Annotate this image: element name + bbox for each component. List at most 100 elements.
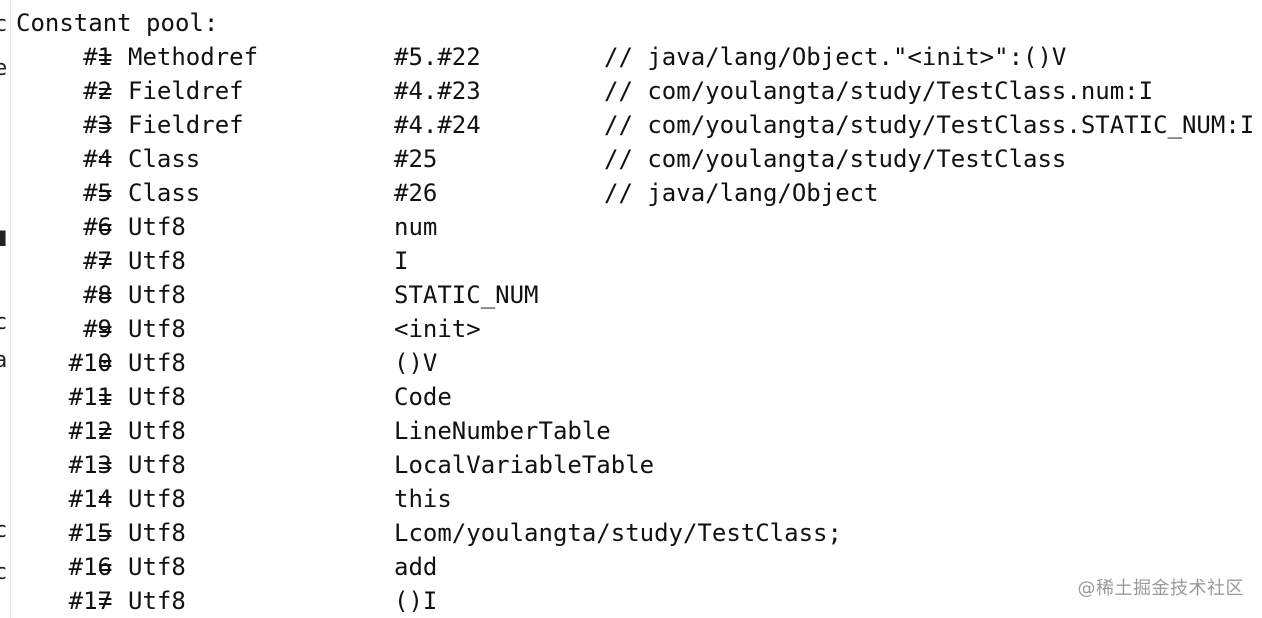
edge-glyph: c [0,312,7,334]
constant-pool-row: #8= Utf8 STATIC_NUM [16,278,1256,312]
constant-pool-row: #14= Utf8 this [16,482,1256,516]
entry-type: Utf8 [128,383,186,411]
entry-type: Utf8 [128,281,186,309]
entry-value: num [394,213,438,241]
entry-comment: // com/youlangta/study/TestClass [604,145,1067,173]
constant-pool-row: #9= Utf8 <init> [16,312,1256,346]
entry-index: #7 [83,247,112,275]
edge-glyph: a [0,350,7,372]
entry-index: #11 [68,383,112,411]
entry-equals: = [98,281,113,309]
constant-pool-row: #6= Utf8 num [16,210,1256,244]
entry-equals: = [98,519,113,547]
entry-type: Utf8 [128,485,186,513]
entry-index: #4 [83,145,112,173]
entry-type: Utf8 [128,247,186,275]
entry-type: Utf8 [128,553,186,581]
edge-glyph: c [0,562,7,584]
entry-index: #15 [68,519,112,547]
entry-comment: // com/youlangta/study/TestClass.num:I [604,77,1154,105]
entry-index: #16 [68,553,112,581]
constant-pool-row: #5= Class #26 // java/lang/Object [16,176,1256,210]
entry-index: #17 [68,587,112,615]
entry-type: Utf8 [128,213,186,241]
entry-type: Fieldref [128,77,244,105]
entry-value: I [394,247,409,275]
entry-value: Lcom/youlangta/study/TestClass; [394,519,842,547]
entry-type: Fieldref [128,111,244,139]
entry-equals: = [98,451,113,479]
entry-value: STATIC_NUM [394,281,539,309]
constant-pool-row: #2= Fieldref #4.#23 // com/youlangta/study/… [16,74,1256,108]
entry-equals: = [98,247,113,275]
left-edge-strip: c e ▮ c a c c [0,0,11,618]
entry-index: #13 [68,451,112,479]
entry-value: #25 [394,145,438,173]
entry-equals: = [98,553,113,581]
entry-value: this [394,485,452,513]
entry-type: Class [128,145,201,173]
constant-pool-row: #13= Utf8 LocalVariableTable [16,448,1256,482]
constant-pool-row: #16= Utf8 add [16,550,1256,584]
entry-type: Utf8 [128,519,186,547]
entry-type: Utf8 [128,349,186,377]
edge-glyph: e [0,58,7,80]
constant-pool-row: #4= Class #25 // com/youlangta/study/TestCl… [16,142,1256,176]
constant-pool-row: #3= Fieldref #4.#24 // com/youlangta/study/… [16,108,1256,142]
entry-equals: = [98,417,113,445]
entry-value: #5.#22 [394,43,481,71]
entry-equals: = [98,145,113,173]
entry-comment: // com/youlangta/study/TestClass.STATIC_… [604,111,1255,139]
entry-equals: = [98,43,113,71]
entry-index: #3 [83,111,112,139]
entry-index: #6 [83,213,112,241]
entry-value: #4.#23 [394,77,481,105]
watermark: @稀土掘金技术社区 [1077,578,1244,599]
entry-type: Utf8 [128,451,186,479]
entry-type: Utf8 [128,315,186,343]
entry-equals: = [98,111,113,139]
entry-comment: // java/lang/Object [604,179,879,207]
entry-value: #4.#24 [394,111,481,139]
entry-type: Methodref [128,43,259,71]
entry-comment: // java/lang/Object."<init>":()V [604,43,1067,71]
entry-index: #8 [83,281,112,309]
entry-index: #2 [83,77,112,105]
constant-pool-row: #1= Methodref #5.#22 // java/lang/Object."<… [16,40,1256,74]
constant-pool-list: #1=Methodref#5.#22// java/lang/Object."<… [16,40,1256,618]
entry-index: #12 [68,417,112,445]
entry-value: add [394,553,438,581]
constant-pool-row: #10= Utf8 ()V [16,346,1256,380]
entry-value: LineNumberTable [394,417,611,445]
constant-pool-row: #15= Utf8 Lcom/youlangta/study/TestClass; [16,516,1256,550]
entry-equals: = [98,213,113,241]
entry-type: Utf8 [128,587,186,615]
constant-pool-row: #17= Utf8 ()I [16,584,1256,618]
entry-equals: = [98,179,113,207]
edge-glyph-block: ▮ [0,224,10,250]
edge-glyph: c [0,520,7,542]
entry-equals: = [98,383,113,411]
entry-equals: = [98,485,113,513]
entry-equals: = [98,315,113,343]
edge-glyph: c [0,14,7,36]
entry-index: #1 [83,43,112,71]
constant-pool-header: Constant pool: [16,9,219,37]
entry-value: ()I [394,587,438,615]
entry-equals: = [98,587,113,615]
entry-index: #9 [83,315,112,343]
entry-index: #14 [68,485,112,513]
constant-pool-row: #7= Utf8 I [16,244,1256,278]
entry-index: #10 [68,349,112,377]
entry-value: #26 [394,179,438,207]
entry-equals: = [98,77,113,105]
terminal-output: Constant pool: #1=Methodref#5.#22// java… [16,6,1256,618]
entry-value: ()V [394,349,438,377]
entry-type: Class [128,179,201,207]
entry-index: #5 [83,179,112,207]
entry-value: LocalVariableTable [394,451,655,479]
entry-value: <init> [394,315,481,343]
entry-equals: = [98,349,113,377]
